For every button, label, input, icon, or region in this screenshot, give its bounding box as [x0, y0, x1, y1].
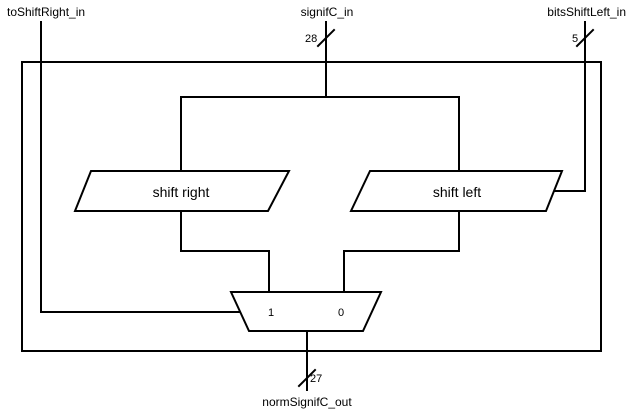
- to-shift-right-wire: [40, 21, 241, 313]
- signif-c-width: 28: [305, 33, 317, 45]
- to-shift-right-label: toShiftRight_in: [7, 5, 85, 19]
- shift-left-out-wire: [343, 210, 460, 293]
- bits-shift-left-wire: [547, 21, 586, 192]
- norm-signif-c-width: 27: [310, 373, 322, 385]
- shift-left-block: [349, 170, 564, 212]
- norm-signif-c-label: normSignifC_out: [262, 395, 352, 409]
- mux-input-1-label: 1: [268, 307, 274, 319]
- mux-input-0-label: 0: [338, 307, 344, 319]
- shift-right-out-wire: [180, 210, 270, 293]
- signif-c-bus-slash: [316, 28, 336, 48]
- bits-shift-left-label: bitsShiftLeft_in: [547, 5, 626, 19]
- module-boundary: [21, 61, 602, 352]
- mux: [229, 291, 383, 332]
- signif-c-label: signifC_in: [301, 5, 354, 19]
- bits-shift-left-bus-slash: [575, 28, 595, 48]
- norm-signif-c-bus-slash: [297, 368, 317, 388]
- shift-left-label: shift left: [433, 184, 481, 200]
- shift-right-label: shift right: [153, 184, 210, 200]
- bits-shift-left-width: 5: [572, 33, 578, 45]
- shift-right-block: [73, 170, 291, 212]
